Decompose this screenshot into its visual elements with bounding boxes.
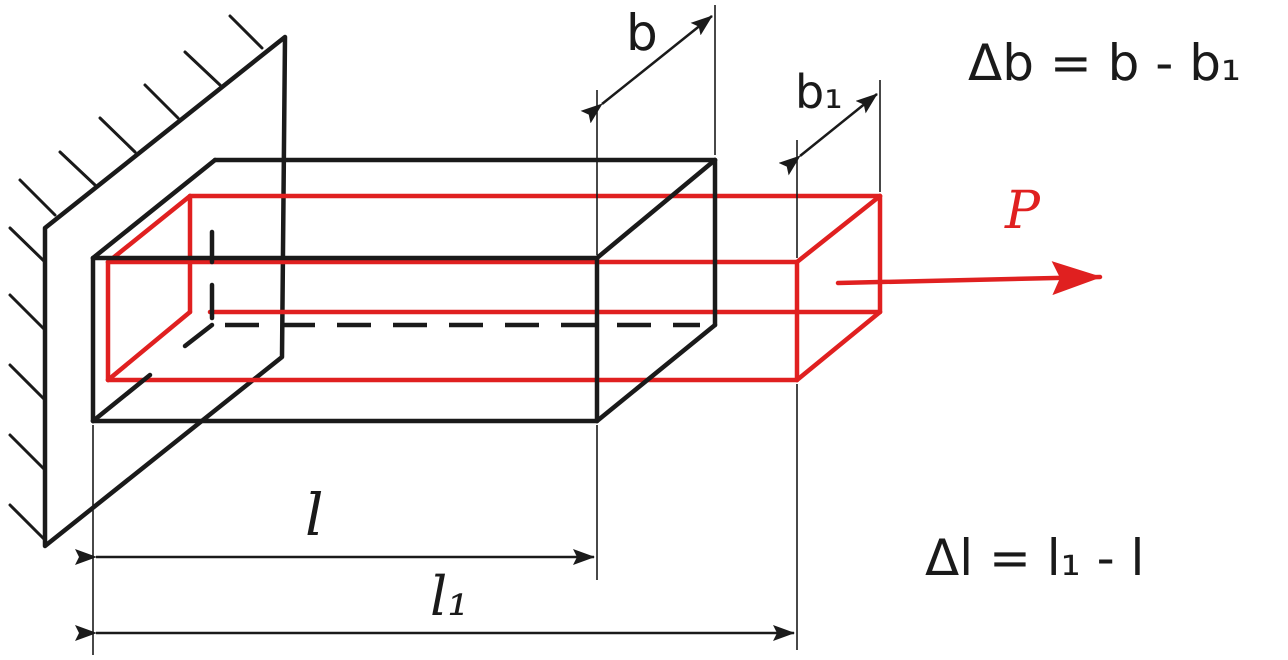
- deformed-bar: [105, 193, 883, 383]
- wall-plate: [42, 34, 288, 549]
- dimension-b: b: [580, 4, 716, 255]
- dimension-l1-label: l₁: [430, 565, 469, 628]
- dimension-l-label: l: [305, 481, 324, 549]
- fixed-wall: [8, 14, 288, 549]
- force-label: P: [1004, 181, 1041, 241]
- formula-length-change: Δl = l₁ - l: [925, 529, 1144, 587]
- original-bar: [90, 157, 718, 424]
- wall-hatching: [8, 14, 264, 542]
- dimension-l: l: [75, 425, 598, 655]
- dimension-b1: b₁: [778, 65, 881, 258]
- formula-width-change: Δb = b - b₁: [968, 34, 1241, 92]
- dimension-b1-label: b₁: [795, 65, 843, 119]
- force-arrow: [835, 261, 1103, 296]
- dimension-l1: l₁: [75, 384, 798, 650]
- dimension-b-label: b: [626, 4, 658, 62]
